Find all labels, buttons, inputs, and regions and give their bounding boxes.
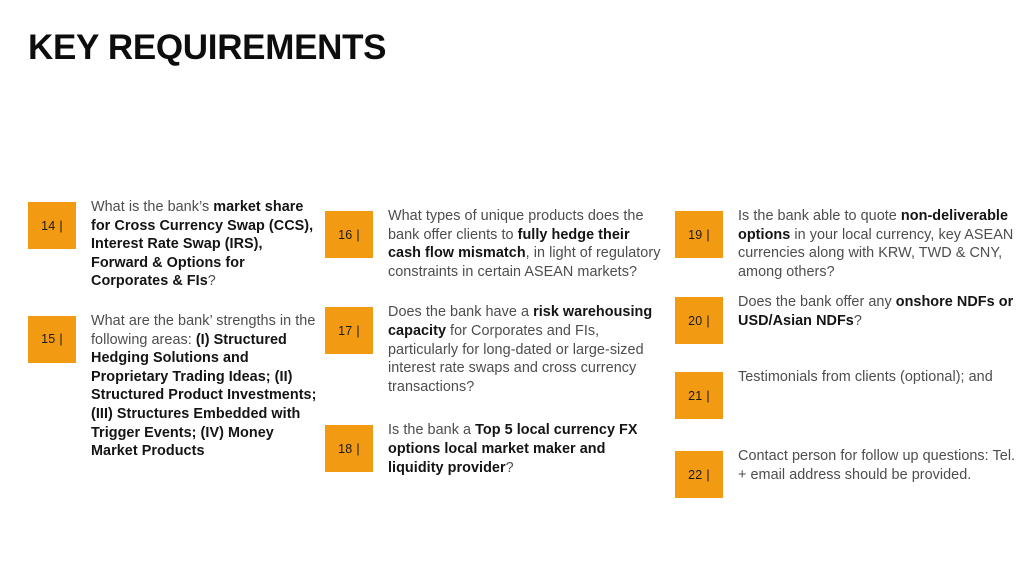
requirement-badge-18: 18 | bbox=[325, 425, 373, 473]
spacer bbox=[675, 196, 1024, 205]
spacer bbox=[28, 291, 320, 310]
badge-separator-icon: | bbox=[356, 227, 360, 242]
requirement-badge-15: 15 | bbox=[28, 315, 76, 363]
spacer bbox=[675, 419, 1024, 445]
requirement-text-21: Testimonials from clients (optional); an… bbox=[738, 369, 993, 386]
requirements-column-1: 14 | What is the bank’s market share for… bbox=[0, 196, 320, 461]
requirement-badge-16: 16 | bbox=[325, 211, 373, 258]
requirements-column-3: 19 | Is the bank able to quote non-deliv… bbox=[665, 196, 1024, 499]
requirement-badge-20: 20 | bbox=[675, 297, 723, 345]
requirement-item-18: 18 | Is the bank a Top 5 local currency … bbox=[325, 419, 665, 477]
spacer bbox=[325, 396, 665, 419]
page-title: KEY REQUIREMENTS bbox=[28, 28, 387, 67]
requirement-item-17: 17 | Does the bank have a risk warehousi… bbox=[325, 301, 665, 396]
requirement-number-18: 18 bbox=[338, 441, 353, 456]
requirement-number-20: 20 bbox=[688, 313, 703, 328]
requirement-badge-14: 14 | bbox=[28, 202, 76, 249]
badge-separator-icon: | bbox=[706, 227, 710, 242]
requirement-number-15: 15 bbox=[41, 332, 56, 347]
requirement-number-14: 14 bbox=[41, 218, 56, 233]
requirement-text-19: Is the bank able to quote non-deliverabl… bbox=[738, 208, 1014, 280]
requirement-text-22: Contact person for follow up questions: … bbox=[738, 448, 1016, 483]
requirement-badge-19: 19 | bbox=[675, 211, 723, 258]
badge-separator-icon: | bbox=[59, 332, 63, 347]
requirement-badge-21: 21 | bbox=[675, 372, 723, 420]
requirement-number-22: 22 bbox=[688, 467, 703, 482]
requirements-column-2: 16 | What types of unique products does … bbox=[320, 196, 665, 477]
badge-separator-icon: | bbox=[59, 218, 63, 233]
badge-separator-icon: | bbox=[356, 323, 360, 338]
requirement-item-15: 15 | What are the bank’ strengths in the… bbox=[28, 310, 320, 461]
requirement-item-19: 19 | Is the bank able to quote non-deliv… bbox=[675, 205, 1024, 281]
requirement-number-19: 19 bbox=[688, 227, 703, 242]
requirement-text-20: Does the bank offer any onshore NDFs or … bbox=[738, 294, 1014, 329]
badge-separator-icon: | bbox=[706, 388, 710, 403]
requirement-item-20: 20 | Does the bank offer any onshore NDF… bbox=[675, 291, 1024, 345]
requirement-number-21: 21 bbox=[688, 388, 703, 403]
requirement-badge-22: 22 | bbox=[675, 451, 723, 499]
badge-separator-icon: | bbox=[356, 441, 360, 456]
spacer bbox=[675, 281, 1024, 291]
requirement-text-14: What is the bank’s market share for Cros… bbox=[91, 199, 314, 290]
requirement-item-22: 22 | Contact person for follow up questi… bbox=[675, 445, 1024, 499]
badge-separator-icon: | bbox=[706, 467, 710, 482]
requirements-columns: 14 | What is the bank’s market share for… bbox=[0, 196, 1024, 499]
requirement-badge-17: 17 | bbox=[325, 307, 373, 355]
requirement-item-21: 21 | Testimonials from clients (optional… bbox=[675, 366, 1024, 420]
requirement-number-17: 17 bbox=[338, 323, 353, 338]
requirement-text-15: What are the bank’ strengths in the foll… bbox=[91, 312, 317, 460]
spacer bbox=[325, 281, 665, 301]
requirement-text-18: Is the bank a Top 5 local currency FX op… bbox=[388, 422, 638, 476]
spacer bbox=[325, 196, 665, 205]
spacer bbox=[675, 344, 1024, 366]
requirement-item-14: 14 | What is the bank’s market share for… bbox=[28, 196, 320, 291]
requirement-number-16: 16 bbox=[338, 227, 353, 242]
requirement-text-17: Does the bank have a risk warehousing ca… bbox=[388, 304, 653, 395]
requirement-text-16: What types of unique products does the b… bbox=[388, 208, 661, 280]
requirement-item-16: 16 | What types of unique products does … bbox=[325, 205, 665, 281]
badge-separator-icon: | bbox=[706, 313, 710, 328]
